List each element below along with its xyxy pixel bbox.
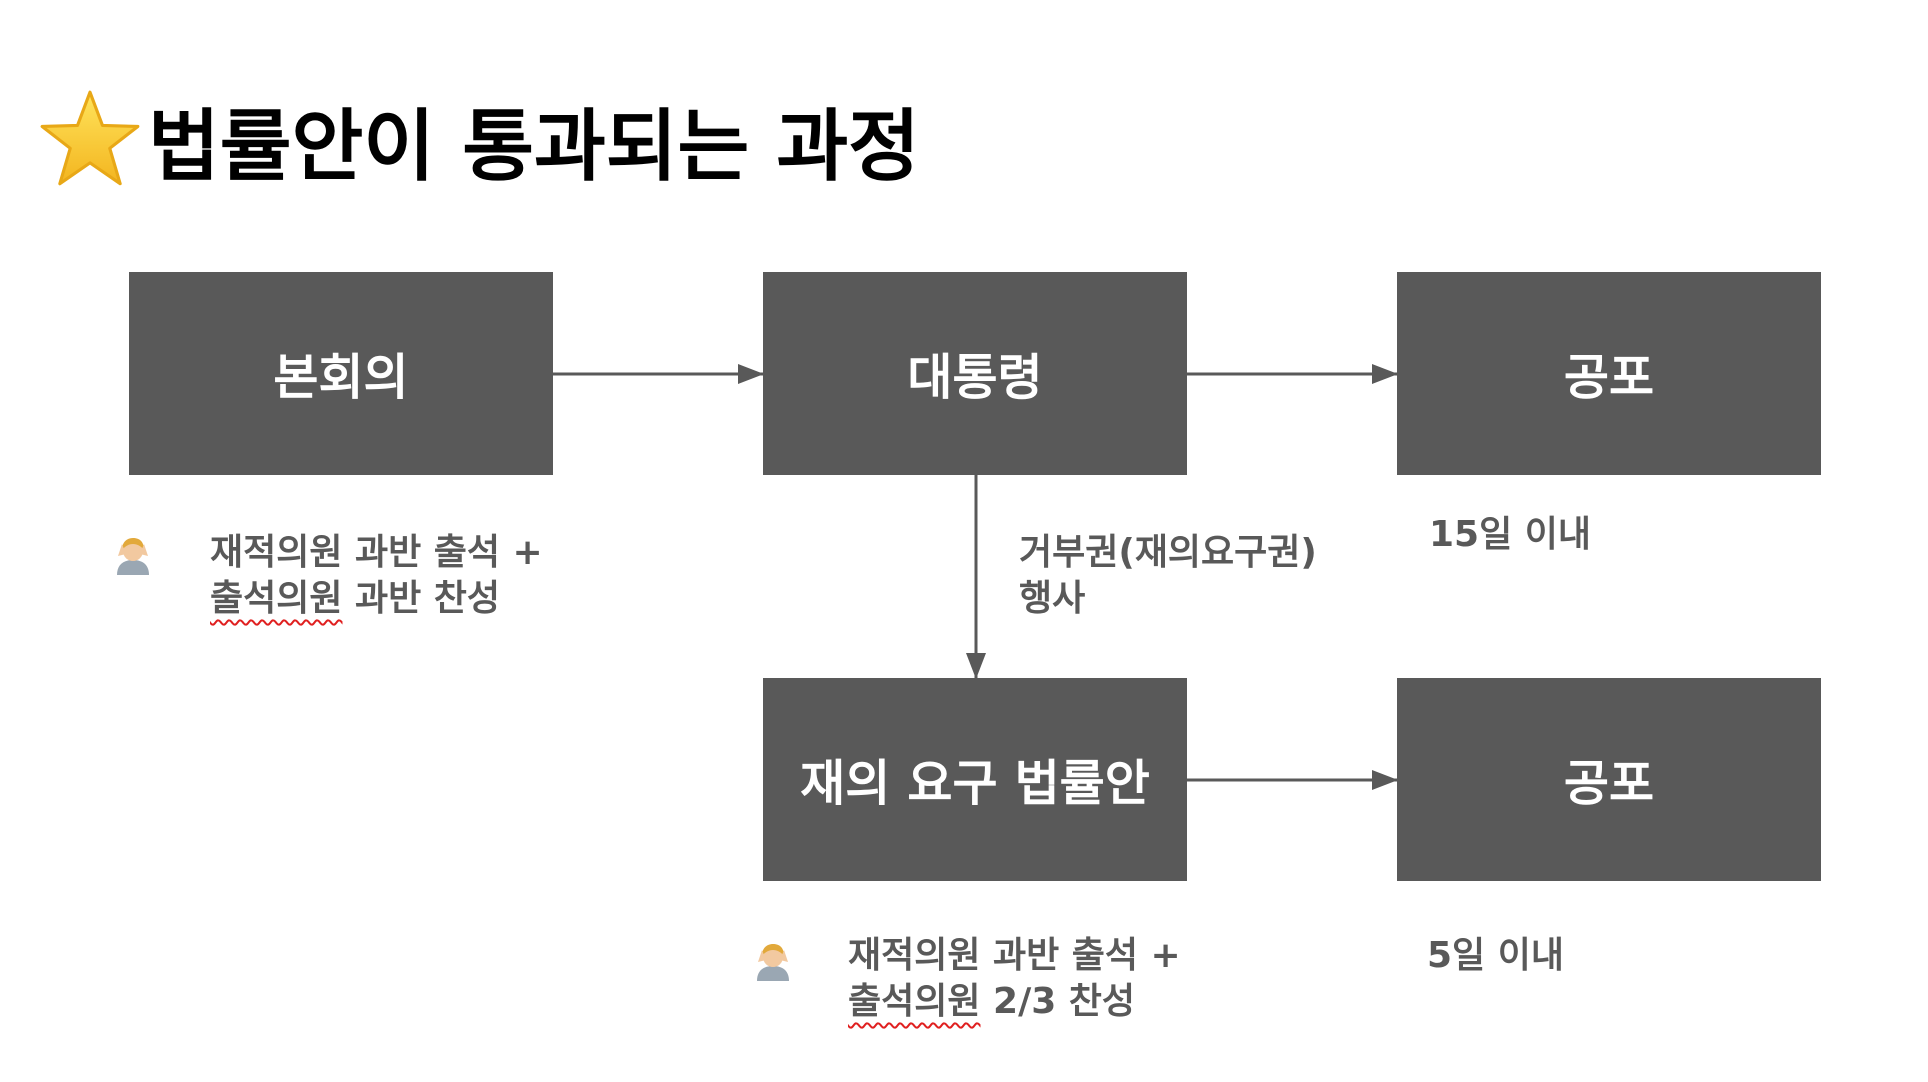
deadline-15-days: 15일 이내 xyxy=(1429,514,1591,555)
plenary-quorum-note: 재적의원 과반 출석 + 출석의원 과반 찬성 xyxy=(210,530,543,622)
president-box: 대통령 xyxy=(763,272,1187,475)
reconsider-quorum-line1: 재적의원 과반 출석 + xyxy=(848,935,1181,976)
reconsider-quorum-line2: 출석의원 2/3 찬성 xyxy=(848,979,1181,1025)
person-icon xyxy=(117,538,149,575)
plenary-quorum-line1: 재적의원 과반 출석 + xyxy=(210,532,543,573)
veto-line1: 거부권(재의요구권) xyxy=(1019,532,1317,573)
promulgation-box: 공포 xyxy=(1397,272,1821,475)
star-icon xyxy=(40,90,140,186)
promulgation-box-2: 공포 xyxy=(1397,678,1821,881)
page-title: 법률안이 통과되는 과정 xyxy=(148,102,920,192)
veto-note: 거부권(재의요구권) 행사 xyxy=(1019,530,1317,622)
title-area: 법률안이 통과되는 과정 xyxy=(38,84,920,196)
plenary-quorum-line2-rest: 과반 찬성 xyxy=(342,578,501,619)
reconsider-quorum-note: 재적의원 과반 출석 + 출석의원 2/3 찬성 xyxy=(848,933,1181,1025)
spellcheck-word: 출석의원 xyxy=(848,981,981,1022)
plenary-session-box: 본회의 xyxy=(129,272,553,475)
spellcheck-word: 출석의원 xyxy=(210,578,343,619)
veto-line2: 행사 xyxy=(1019,578,1086,619)
reconsider-quorum-line2-rest: 2/3 찬성 xyxy=(980,981,1136,1022)
reconsideration-bill-box: 재의 요구 법률안 xyxy=(763,678,1187,881)
deadline-5-days: 5일 이내 xyxy=(1427,935,1564,976)
person-icon xyxy=(757,944,789,981)
plenary-quorum-line2: 출석의원 과반 찬성 xyxy=(210,576,543,622)
